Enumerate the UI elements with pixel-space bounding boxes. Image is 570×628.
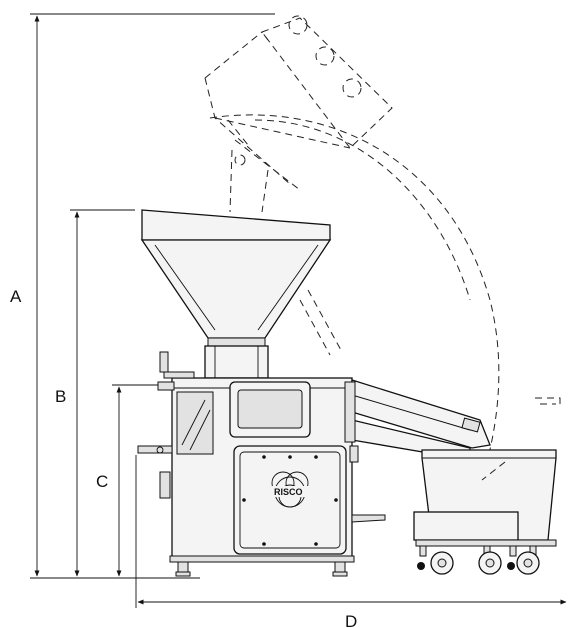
- lift-arm: [344, 379, 491, 461]
- control-display: [237, 389, 303, 429]
- hopper: [140, 209, 332, 379]
- front-door: [233, 445, 347, 555]
- lift-path-dashed: [204, 15, 561, 481]
- risco-logo: RISCO: [271, 471, 309, 508]
- dimension-c-label: C: [96, 472, 108, 491]
- dimension-b-label: B: [55, 387, 66, 406]
- trolley: [413, 449, 557, 575]
- trolley-wheel-small-2: [507, 562, 515, 570]
- dimension-lines: [30, 13, 567, 608]
- dimension-d-label: D: [345, 612, 357, 628]
- machine-body: [137, 351, 386, 577]
- dimension-a-label: A: [10, 287, 22, 306]
- trolley-wheel-small-1: [417, 562, 425, 570]
- logo-brand-text: RISCO: [274, 487, 303, 497]
